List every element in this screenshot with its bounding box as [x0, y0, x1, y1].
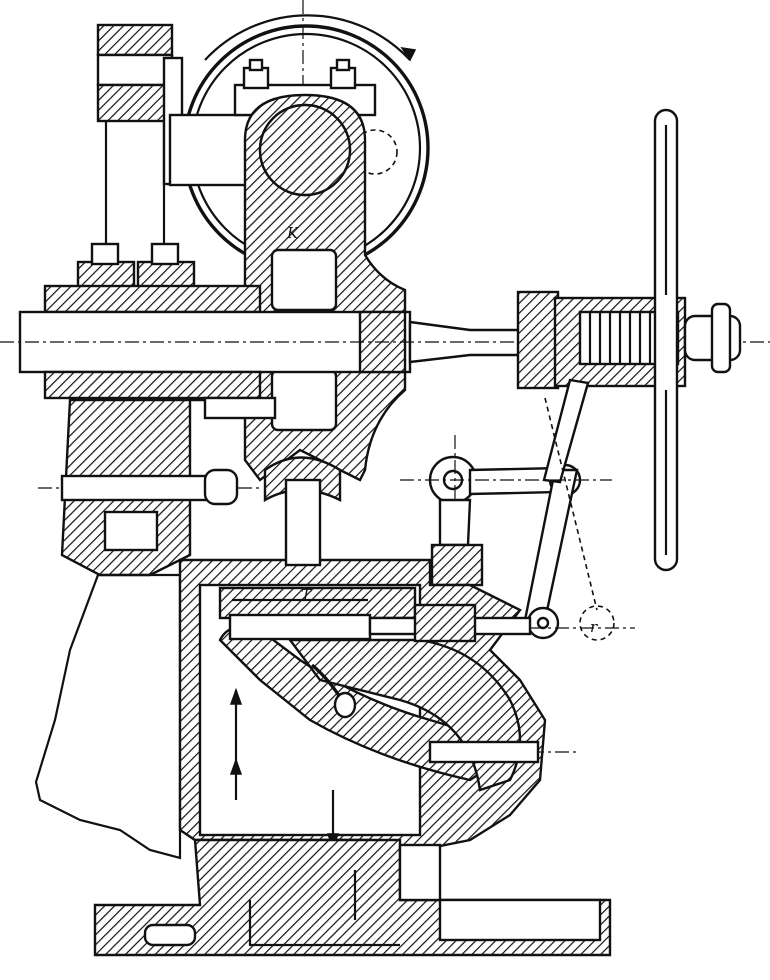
main-spindle [0, 310, 770, 400]
label-pivot: r [590, 618, 598, 636]
base-pillar [38, 396, 277, 577]
label-shaft-block: K [286, 224, 299, 242]
screw-assembly [516, 290, 742, 390]
lower-frame [178, 456, 635, 852]
label-slide: T [301, 586, 312, 604]
column-bolts [43, 242, 262, 314]
broken-pillar [34, 573, 182, 860]
base-foot [93, 838, 612, 957]
handle-bar [653, 108, 679, 572]
linkage [400, 378, 615, 641]
